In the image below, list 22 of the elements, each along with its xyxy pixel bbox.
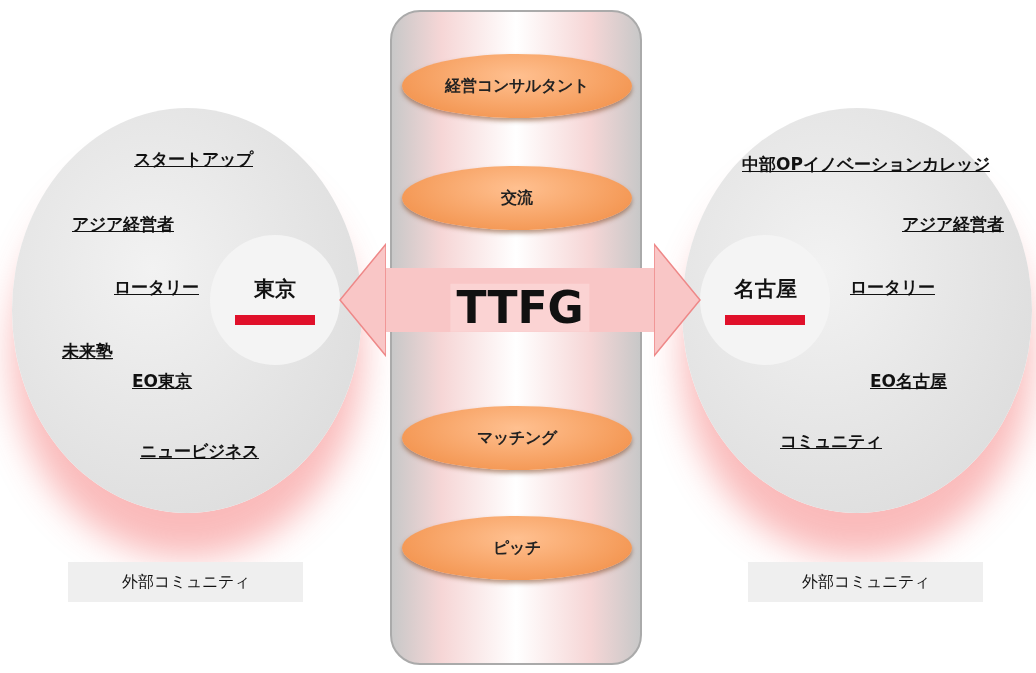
caption-box: 外部コミュニティ <box>68 562 303 602</box>
community-name: ニュービジネス <box>140 440 259 463</box>
community-name: EO東京 <box>132 370 193 393</box>
city-name: 東京 <box>254 276 296 303</box>
activity-oval: マッチング <box>402 406 632 470</box>
community-name: ロータリー <box>114 276 199 299</box>
community-name: 未来塾 <box>62 340 113 363</box>
community-name: ロータリー <box>850 276 935 299</box>
double-arrow <box>339 243 701 357</box>
community-name: コミュニティ <box>780 430 882 453</box>
community-name: アジア経営者 <box>72 213 174 236</box>
community-name: 中部OPイノベーションカレッジ <box>742 153 990 176</box>
community-name: EO名古屋 <box>870 370 948 393</box>
activity-oval: ピッチ <box>402 516 632 580</box>
caption-box: 外部コミュニティ <box>748 562 983 602</box>
city-name: 名古屋 <box>733 276 797 303</box>
community-name: アジア経営者 <box>902 213 1004 236</box>
activity-oval: 経営コンサルタント <box>402 54 632 118</box>
edge-label: TTFG <box>450 283 590 333</box>
community-name: スタートアップ <box>134 148 253 171</box>
column-panel <box>390 10 642 665</box>
activity-oval: 交流 <box>402 166 632 230</box>
